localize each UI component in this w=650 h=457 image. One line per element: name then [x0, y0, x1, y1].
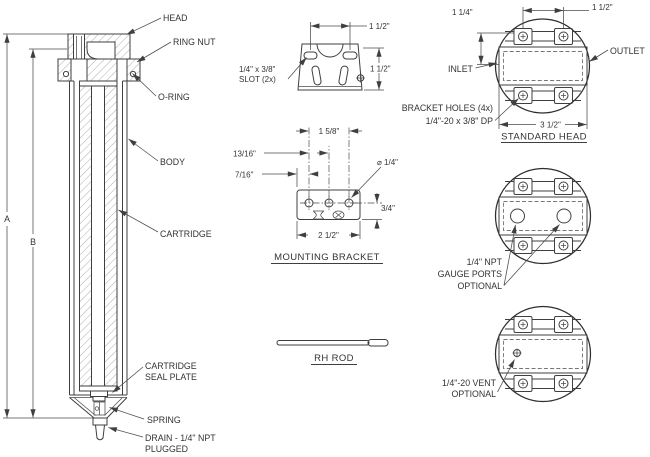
drain-label-line1: DRAIN - 1/4" NPT	[145, 433, 216, 443]
gauge-label-line1: 1/4" NPT	[467, 257, 503, 267]
ring-nut-right	[126, 58, 141, 82]
sh-dim-left: 1 1/4"	[452, 8, 473, 17]
sh-dim-top: 1 1/2"	[592, 3, 613, 12]
slot-label-line1: 1/4" x 3/8"	[239, 65, 276, 74]
gauge-port-right	[556, 208, 572, 224]
mb-dim-hole: ⌀ 1/4"	[377, 158, 398, 167]
bracket-side-view: 1 1/2" 1 1/2" 1/4" x 3/8" SLOT (2x)	[239, 22, 399, 91]
body-label: BODY	[160, 157, 185, 167]
head-circle-vent	[494, 305, 592, 403]
o-ring-left	[62, 70, 70, 78]
gauge-label-line3: OPTIONAL	[458, 281, 503, 291]
sh-dim-width: 3 1/2"	[540, 121, 561, 130]
drain-plug	[94, 424, 106, 441]
slot-label-line2: SLOT (2x)	[239, 75, 276, 84]
head-label: HEAD	[163, 13, 187, 23]
mounting-bracket-view: 1 5/8" 13/16" 7/16" ⌀ 1/4" 3/4" 2 1/2" M…	[233, 126, 398, 264]
mb-dim-height: 3/4"	[381, 204, 395, 213]
vent-head-view: 1/4"-20 VENT OPTIONAL	[442, 305, 592, 403]
ring-nut-label: RING NUT	[173, 37, 216, 47]
bracket-side-dim-right: 1 1/2"	[370, 65, 391, 74]
vent-label-line2: OPTIONAL	[452, 389, 497, 399]
dim-b-label: B	[30, 237, 36, 247]
drain-label-line2: PLUGGED	[145, 444, 188, 454]
mb-dim-mid: 13/16"	[233, 150, 256, 159]
cartridge-top-cap	[79, 80, 118, 87]
angled-slot-left	[311, 65, 322, 86]
angled-slot-right	[338, 65, 349, 86]
bracket-holes-label-line2: 1/4"-20 x 3/8" DP	[426, 116, 494, 126]
bracket-side-dim-top: 1 1/2"	[369, 22, 390, 31]
gauge-port-left	[510, 208, 525, 224]
rh-rod-view: RH ROD	[276, 339, 389, 365]
dim-a-label: A	[4, 214, 10, 224]
standard-head-title: STANDARD HEAD	[501, 132, 587, 143]
head-circle-gauge	[494, 167, 592, 265]
mount-bosses	[505, 316, 581, 392]
cartridge-bottom-cap	[79, 385, 118, 392]
standard-head-view: 1 1/4" 1 1/2" INLET OUTLET BRACKET HOLES…	[402, 3, 645, 143]
head-body	[498, 46, 588, 86]
o-ring-label: O-RING	[158, 92, 190, 102]
gauge-label-line2: GAUGE PORTS	[438, 269, 502, 279]
spring-label: SPRING	[147, 415, 181, 425]
dimension-lines: A B	[2, 33, 93, 419]
gauge-head-view: 1/4" NPT GAUGE PORTS OPTIONAL	[438, 167, 592, 291]
cartridge-right-wall	[104, 85, 118, 387]
cartridge-label: CARTRIDGE	[160, 229, 212, 239]
slot-left	[303, 51, 318, 60]
inlet-label: INLET	[448, 64, 474, 74]
mb-dim-width: 2 1/2"	[318, 231, 339, 240]
outlet-label: OUTLET	[610, 46, 645, 56]
cartridge-left-wall	[79, 85, 92, 387]
seal-plate	[90, 390, 108, 397]
front-slot-left	[313, 210, 324, 220]
rod-shaft	[276, 340, 370, 346]
mb-dim-edge: 7/16"	[235, 171, 254, 180]
mount-bosses	[505, 28, 581, 104]
rod-threaded-end	[367, 339, 389, 347]
saddle-notch	[316, 43, 344, 58]
mount-bosses	[505, 178, 581, 254]
housing-geometry	[57, 33, 141, 441]
mb-dim-spread: 1 5/8"	[319, 127, 340, 136]
front-slot-right	[332, 210, 345, 220]
rh-rod-title: RH ROD	[314, 353, 354, 364]
vent-label-line1: 1/4"-20 VENT	[442, 378, 497, 388]
bracket-plate	[296, 189, 361, 220]
bracket-outline	[297, 43, 363, 91]
drain-collar	[92, 417, 108, 426]
filter-housing-section-view: A B	[2, 13, 216, 454]
seal-plate-label-line1: CARTRIDGE	[145, 361, 197, 371]
seal-plate-label-line2: SEAL PLATE	[145, 372, 197, 382]
bracket-holes-label-line1: BRACKET HOLES (4x)	[402, 103, 493, 113]
slot-right	[342, 51, 358, 60]
assembly-leaders	[108, 17, 172, 438]
mounting-bracket-title: MOUNTING BRACKET	[274, 252, 380, 263]
ring-nut-left	[57, 58, 72, 82]
